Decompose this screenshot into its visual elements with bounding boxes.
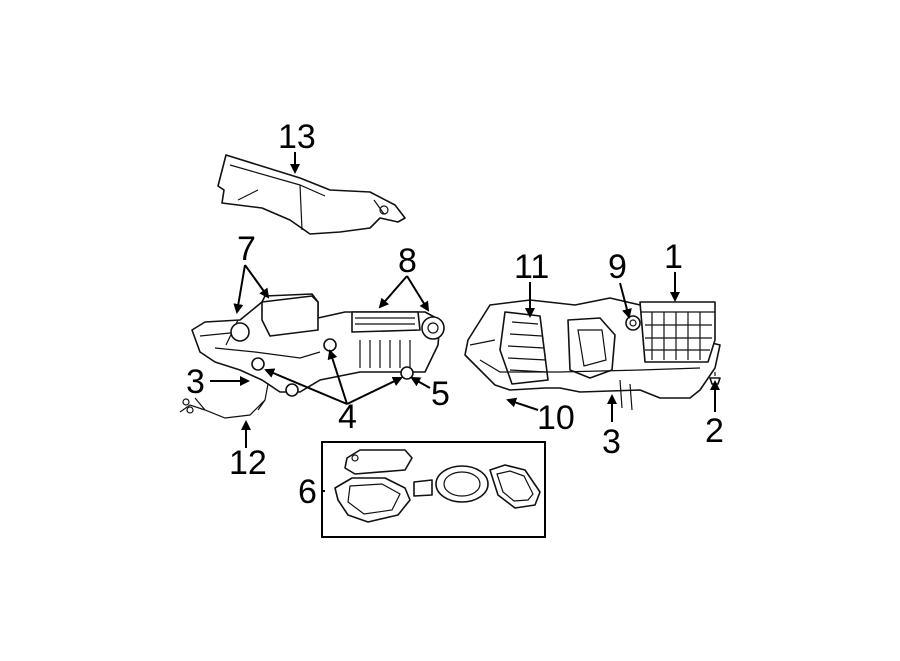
- callout-9: 9: [608, 248, 627, 286]
- callout-labels: 13 7 8 3 4 5 12 6 11 9 1 10 3 2: [186, 118, 724, 511]
- callout-6: 6: [298, 473, 317, 511]
- callout-3-left: 3: [186, 363, 205, 401]
- callout-11: 11: [514, 248, 549, 286]
- callout-3-right: 3: [602, 423, 621, 461]
- seal-kit-box: [321, 441, 546, 538]
- leader-lines: [210, 152, 720, 492]
- wiring-harness-part: [179, 383, 269, 419]
- left-housing-part: [191, 293, 445, 397]
- callout-2: 2: [705, 412, 724, 450]
- callout-7: 7: [237, 230, 256, 268]
- air-duct-part: [217, 154, 406, 235]
- callout-1: 1: [664, 238, 683, 276]
- callout-12: 12: [229, 444, 267, 482]
- callout-5: 5: [431, 375, 450, 413]
- callout-13: 13: [278, 118, 316, 156]
- callout-4: 4: [338, 398, 357, 436]
- right-housing-part: [464, 297, 721, 411]
- callout-10: 10: [537, 399, 575, 437]
- callout-8: 8: [398, 242, 417, 280]
